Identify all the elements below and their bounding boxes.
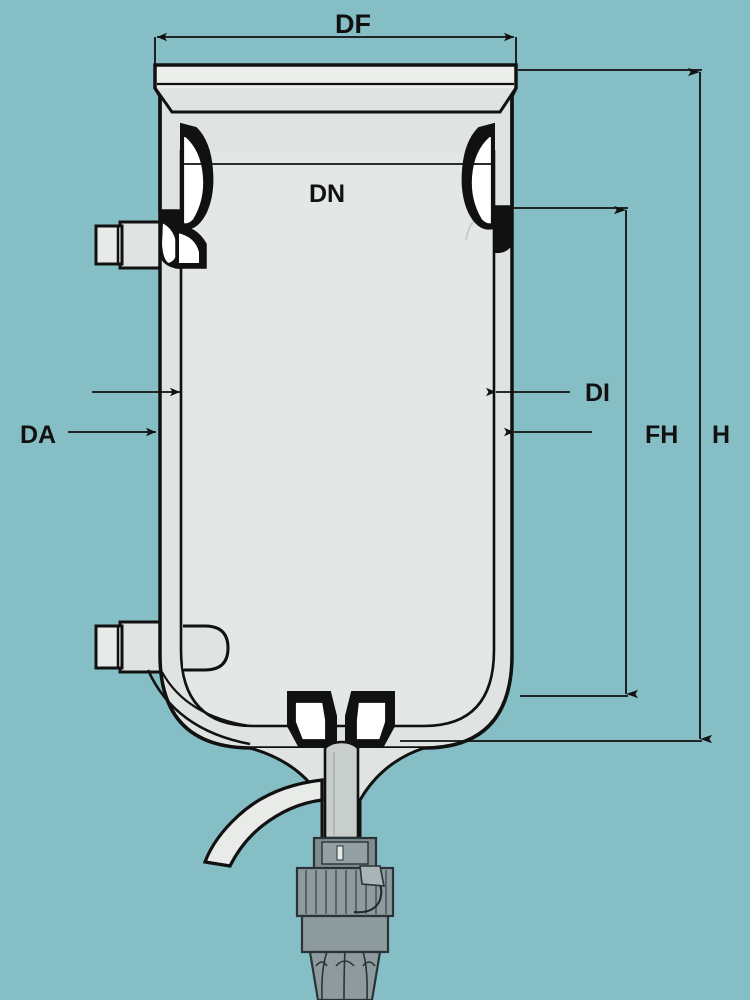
left-joint-lower-cavity [159, 220, 180, 266]
bottom-valve-assembly [295, 836, 395, 1000]
valve-indicator-slot [336, 845, 344, 861]
flute-lines [315, 951, 376, 1000]
dimension-labels: DF DN DA DI FH H [20, 9, 730, 449]
label-h: H [712, 421, 730, 449]
label-df: DF [335, 9, 371, 39]
flange-chamfer [153, 87, 518, 114]
valve-collar-inner [321, 841, 369, 865]
lower-port-fillet-outer [146, 669, 251, 746]
dimension-fh [510, 205, 638, 699]
right-joint-lower-shade [493, 205, 513, 254]
label-da: DA [20, 421, 56, 449]
right-ground-joint-cavity [469, 134, 494, 226]
lower-port-fillet-inner [161, 671, 251, 728]
dimension-h [400, 67, 712, 744]
vessel-interior [183, 152, 492, 724]
label-di: DI [585, 379, 610, 407]
dimension-df [154, 32, 517, 68]
valve-fluted-section [308, 950, 382, 1000]
dimension-annotations [68, 32, 712, 744]
bottom-valve-seat [287, 691, 395, 749]
valve-plug-stem [323, 740, 360, 840]
label-fh: FH [645, 421, 678, 449]
valve-body [300, 914, 390, 954]
spout-mouth [204, 860, 231, 868]
vessel-body-inner-wall [179, 150, 496, 728]
valve-lever-tab [359, 865, 385, 887]
upper-port-inner-cavity [177, 230, 201, 265]
left-ground-joint-cavity [181, 134, 206, 226]
label-dn: DN [309, 180, 345, 208]
vessel-assembly [94, 63, 518, 868]
lower-port-inner-tube [183, 624, 230, 672]
